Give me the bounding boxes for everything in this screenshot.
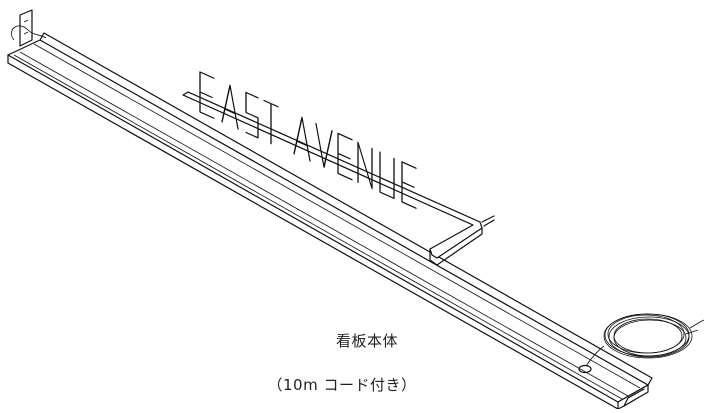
caption-line-2: （10m コード付き） <box>267 376 417 394</box>
base-rail <box>7 9 653 410</box>
letter-mount <box>182 91 495 266</box>
caption-line-1: 看板本体 <box>335 332 398 350</box>
channel-letters <box>199 71 417 209</box>
cord-coil <box>585 313 704 367</box>
